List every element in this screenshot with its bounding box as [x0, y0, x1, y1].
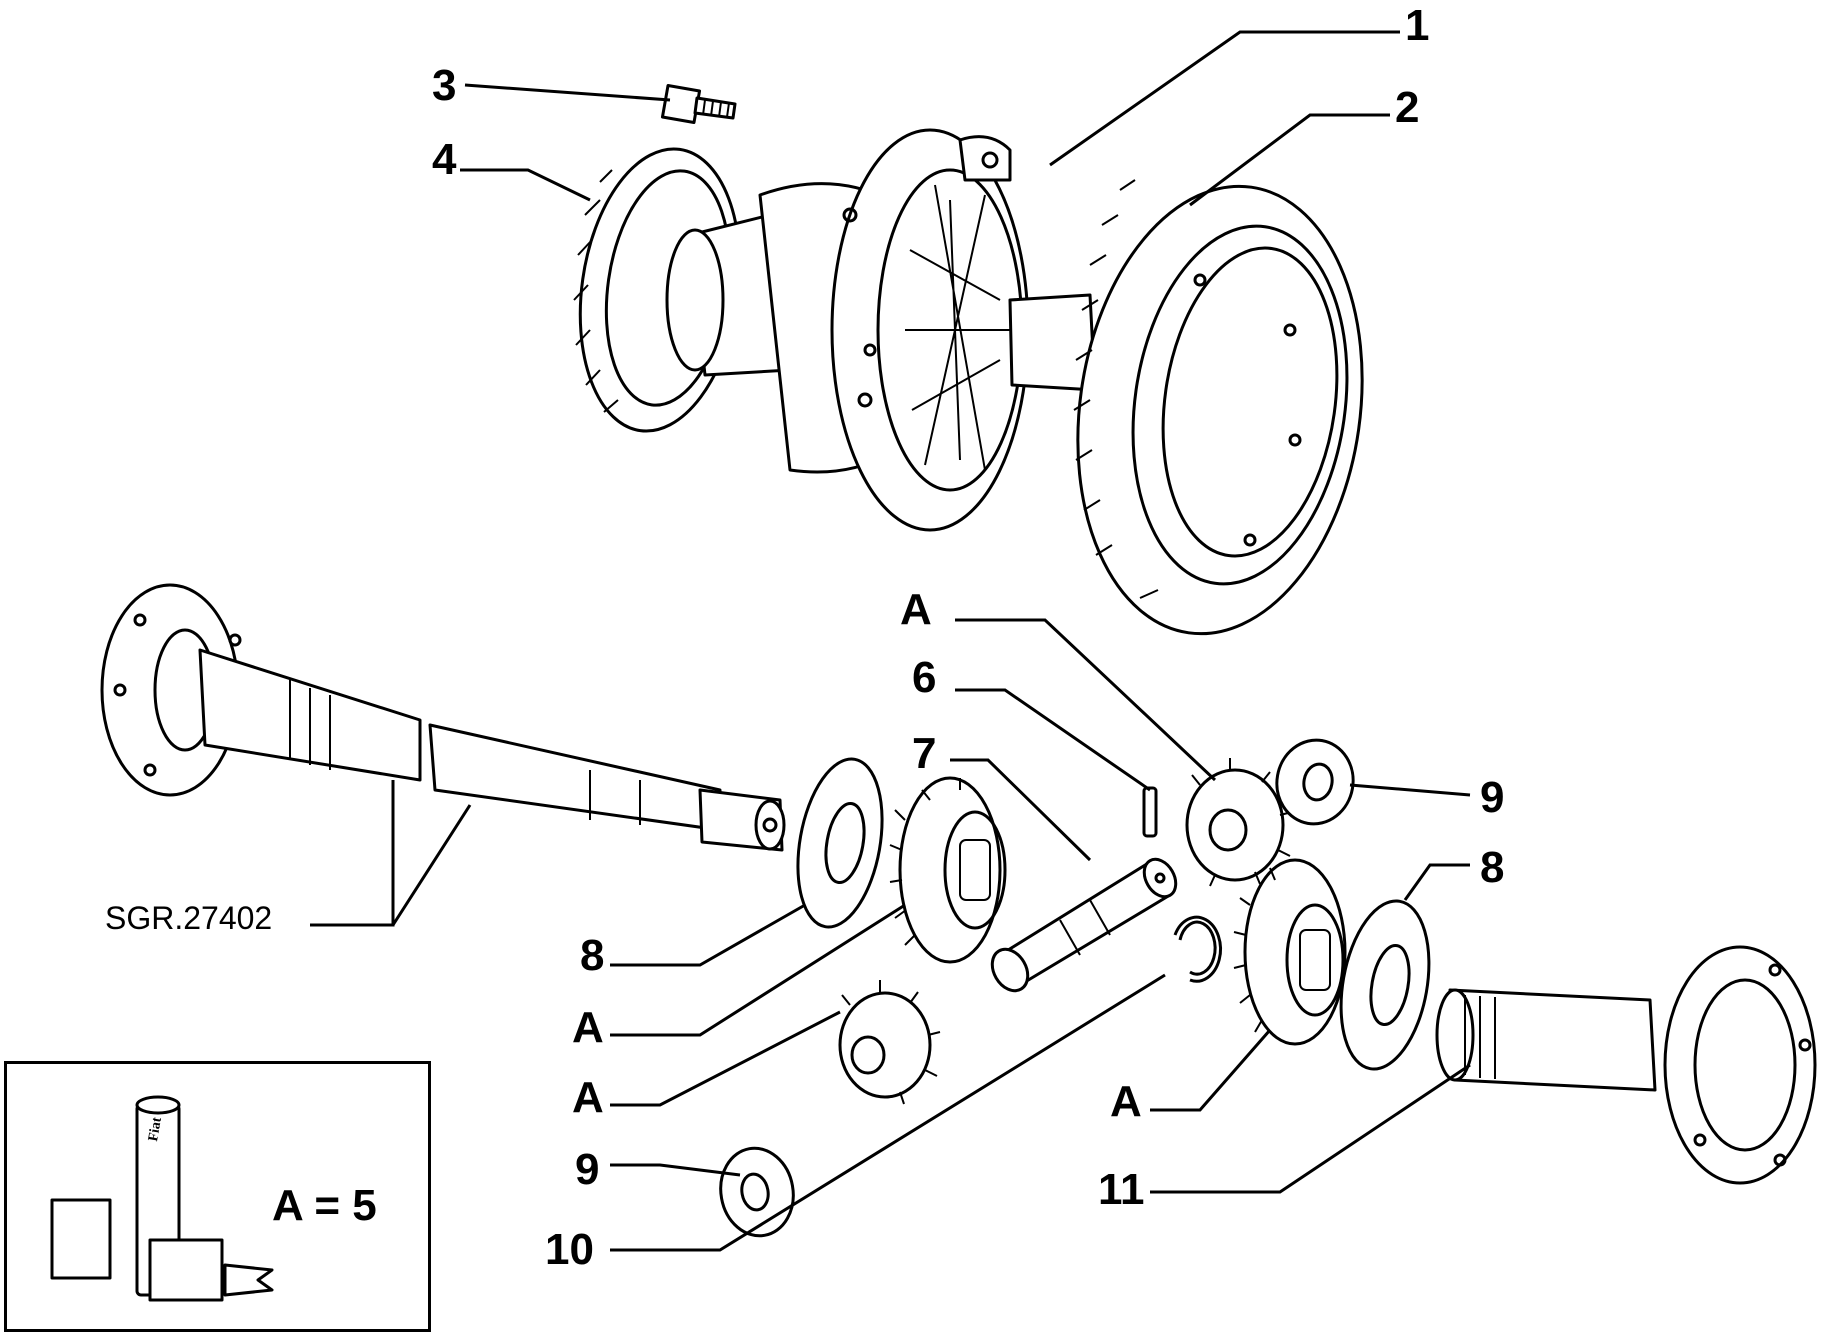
washer-part-9-right [1275, 738, 1355, 826]
legend-graphic [50, 1095, 274, 1302]
legend-box [4, 1061, 431, 1332]
roll-pin-part-6 [1142, 786, 1158, 838]
callout-a-top: A [900, 585, 932, 634]
callout-8-right: 8 [1480, 843, 1505, 892]
callout-a-right: A [1110, 1077, 1142, 1126]
side-gear-left [889, 776, 1007, 964]
thrust-washer-part-8-right [1339, 899, 1431, 1071]
planet-gear-top [1185, 758, 1293, 887]
left-axle-shaft [100, 583, 786, 852]
callout-6: 6 [912, 653, 937, 702]
callout-1: 1 [1405, 1, 1430, 50]
callout-a-left-lower: A [572, 1073, 604, 1122]
pinion-shaft-part-7 [990, 857, 1178, 993]
thrust-washer-part-8-left [796, 757, 884, 929]
callout-11: 11 [1098, 1165, 1145, 1214]
callout-8-left: 8 [580, 931, 605, 980]
ring-gear-part-2 [1073, 179, 1364, 636]
callout-9-right: 9 [1480, 773, 1505, 822]
bolt-part-3 [660, 83, 737, 125]
leader-lines [310, 30, 1471, 1252]
right-axle-shaft-part-11 [1435, 945, 1817, 1185]
washer-part-9-left [719, 1146, 795, 1238]
callout-9-left: 9 [575, 1145, 600, 1194]
differential-housing-part-1 [665, 128, 1097, 532]
planet-gear-bottom [838, 980, 941, 1105]
snap-ring-part-10 [1173, 915, 1222, 983]
callout-7: 7 [912, 729, 937, 778]
side-gear-right [1233, 858, 1347, 1046]
callout-10: 10 [545, 1225, 594, 1274]
callout-a-left-upper: A [572, 1003, 604, 1052]
callout-2: 2 [1395, 83, 1420, 132]
reference-code: SGR.27402 [105, 900, 273, 936]
legend-formula: A = 5 [272, 1181, 377, 1230]
callout-3: 3 [432, 61, 457, 110]
callout-4: 4 [432, 135, 457, 184]
